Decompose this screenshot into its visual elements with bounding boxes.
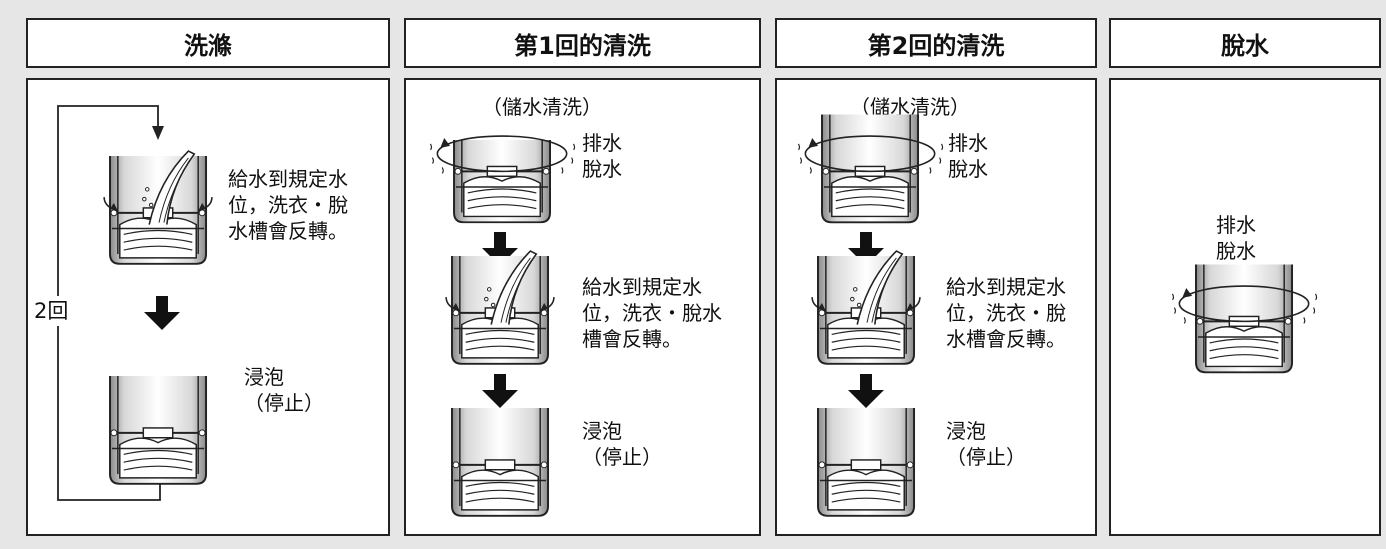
wash-tub-filling-icon bbox=[103, 150, 213, 265]
panel-title-wash: 洗滌 bbox=[26, 18, 390, 68]
rinse1-step-soak-text: 浸泡 （停止） bbox=[582, 419, 662, 469]
spin-step-drain-text: 排水 脫水 bbox=[1216, 213, 1256, 263]
rinse2-tub-soak-icon bbox=[817, 407, 916, 517]
rinse2-tub-spin-icon bbox=[797, 113, 944, 224]
rinse2-step-fill-text: 給水到規定水 位，洗衣・脫 水槽會反轉。 bbox=[946, 275, 1066, 351]
panel-wash bbox=[26, 78, 390, 536]
rinse1-step-drain-text: 排水 脫水 bbox=[582, 131, 622, 181]
rinse1-tub-soak-icon bbox=[451, 407, 550, 517]
panel-title-rinse-1: 第1回的清洗 bbox=[404, 18, 761, 68]
panel-title-rinse-2: 第2回的清洗 bbox=[775, 18, 1097, 68]
wash-tub-soak-icon bbox=[109, 375, 208, 485]
panel-title-spin: 脫水 bbox=[1109, 18, 1381, 68]
rinse1-mode-label: （儲水清洗） bbox=[482, 95, 602, 119]
spin-tub-icon bbox=[1171, 263, 1318, 374]
rinse2-step-soak-text: 浸泡 （停止） bbox=[946, 419, 1026, 469]
wash-step-soak-text: 浸泡 （停止） bbox=[244, 365, 324, 415]
rinse1-tub-spin-icon bbox=[429, 140, 576, 220]
rinse2-step-drain-text: 排水 脫水 bbox=[948, 131, 988, 181]
wash-step-fill-text: 給水到規定水 位，洗衣・脫 水槽會反轉。 bbox=[228, 167, 348, 243]
rinse2-tub-filling-icon bbox=[811, 250, 921, 365]
rinse1-tub-filling-icon bbox=[445, 250, 555, 365]
repeat-count-label: 2回 bbox=[32, 296, 71, 326]
rinse1-step-fill-text: 給水到規定水 位，洗衣・脫水 槽會反轉。 bbox=[582, 275, 722, 351]
down-arrow-icon bbox=[144, 296, 180, 330]
